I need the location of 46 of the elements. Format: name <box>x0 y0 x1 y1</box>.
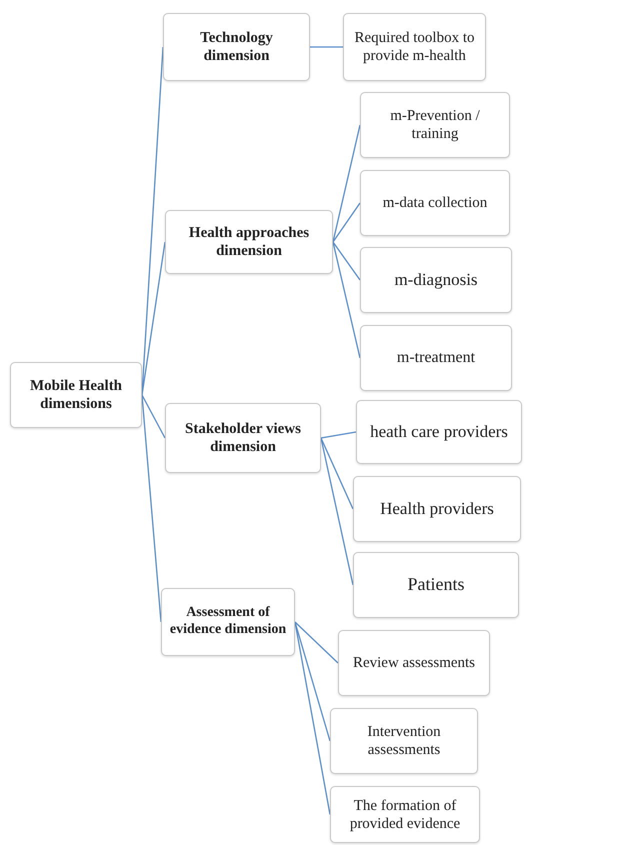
connector-line <box>320 431 356 439</box>
connector-line <box>310 46 343 48</box>
connector-line <box>332 242 361 280</box>
box-label: The formation of provided evidence <box>348 796 462 834</box>
box-label: Mobile Health dimensions <box>28 377 124 414</box>
box-label: m-treatment <box>396 348 476 368</box>
box-label: heath care providers <box>369 420 509 443</box>
connector-line <box>141 394 162 622</box>
connector-line <box>141 394 166 438</box>
category-box <box>161 588 295 656</box>
item-box <box>356 400 522 464</box>
item-box <box>330 786 480 843</box>
connector-line <box>141 242 166 396</box>
box-label: m-data collection <box>382 194 488 213</box>
connector-line <box>332 242 361 358</box>
category-box <box>10 362 142 428</box>
item-box <box>360 325 512 391</box>
item-box <box>353 552 519 618</box>
category-box <box>163 13 310 81</box>
connector-line <box>294 622 338 664</box>
box-label: m-diagnosis <box>393 268 479 291</box>
item-box <box>360 247 512 313</box>
box-label: Review assessments <box>352 654 476 673</box>
connector-line <box>294 622 331 742</box>
box-label: Stakeholder views dimension <box>184 420 302 457</box>
box-label: Required toolbox to provide m-health <box>354 29 476 66</box>
connector-line <box>294 622 331 815</box>
item-box <box>330 708 478 774</box>
connector-line <box>332 202 361 242</box>
category-box <box>165 210 333 274</box>
item-box <box>338 630 490 696</box>
item-box <box>353 476 521 542</box>
box-label: Health providers <box>379 498 495 520</box>
connector-line <box>332 124 361 242</box>
box-label: Patients <box>406 573 466 596</box>
connector-line <box>320 438 354 586</box>
item-box <box>343 13 486 81</box>
item-box <box>360 92 510 158</box>
category-box <box>165 403 321 473</box>
item-box <box>360 170 510 236</box>
box-label: Intervention assessments <box>366 723 442 760</box>
box-label: Health approaches dimension <box>188 224 310 261</box>
box-label: Technology dimension <box>199 29 274 66</box>
box-label: Assessment of evidence dimension <box>168 604 288 639</box>
connector-line <box>320 438 354 510</box>
box-label: m-Prevention / training <box>389 107 481 144</box>
